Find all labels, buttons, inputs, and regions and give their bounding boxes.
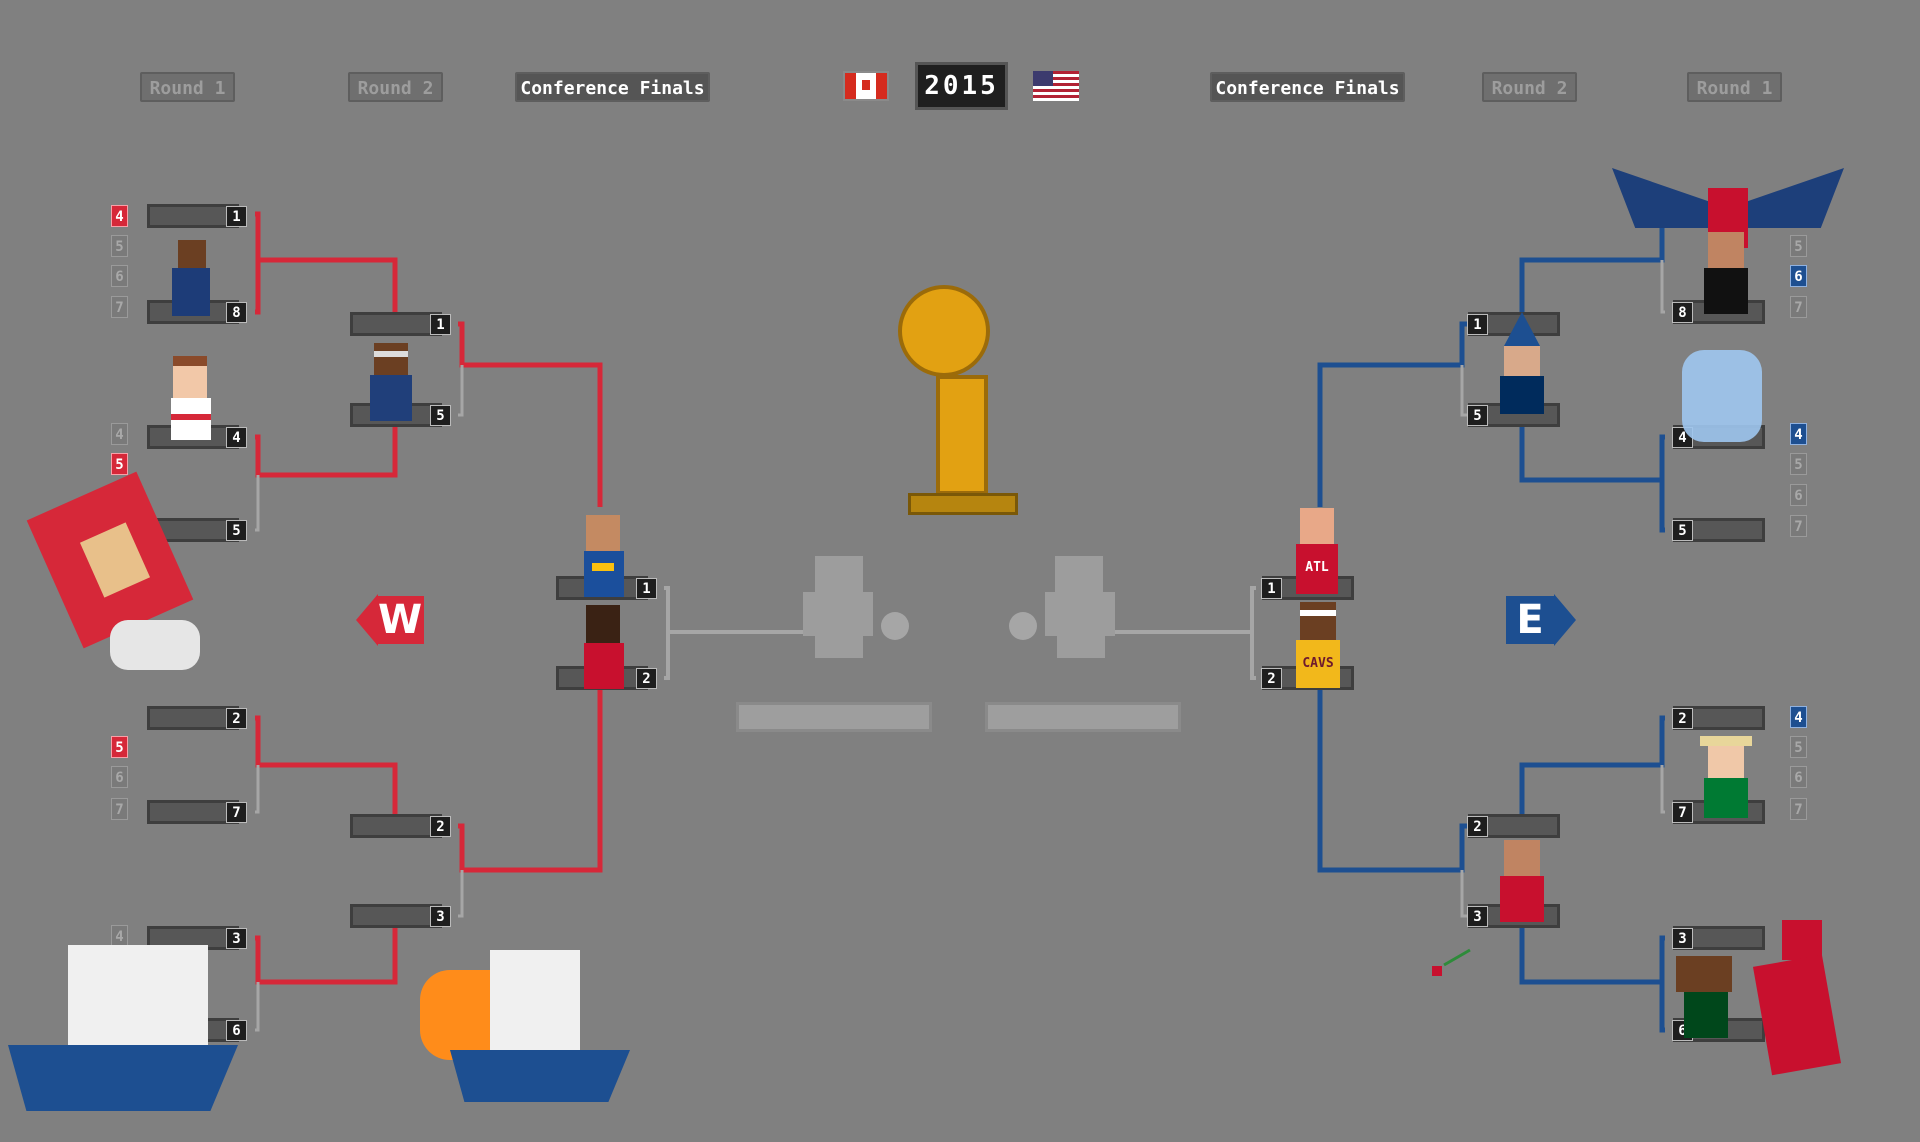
east-game-counter[interactable]: 6 xyxy=(1790,265,1807,287)
west-r1-seed-5: 2 xyxy=(226,708,247,729)
east-game-counter[interactable]: 5 xyxy=(1790,736,1807,758)
east-r1-seed-6: 7 xyxy=(1672,802,1693,823)
east-conference-label: E xyxy=(1506,596,1554,644)
east-player-sprite[interactable] xyxy=(1700,736,1752,820)
conference-finals-right-tab[interactable]: Conference Finals xyxy=(1210,72,1405,102)
conference-finals-left-tab[interactable]: Conference Finals xyxy=(515,72,710,102)
west-r2-seed-1: 1 xyxy=(430,314,451,335)
west-game-counter[interactable]: 4 xyxy=(111,205,128,227)
west-r2-seed-4: 3 xyxy=(430,906,451,927)
east-game-counter[interactable]: 7 xyxy=(1790,296,1807,318)
season-year[interactable]: 2015 xyxy=(915,62,1008,110)
west-game-counter[interactable]: 5 xyxy=(111,736,128,758)
canada-flag-icon[interactable] xyxy=(843,71,889,101)
east-r1-seed-5: 2 xyxy=(1672,708,1693,729)
player-placeholder-icon[interactable] xyxy=(803,556,877,660)
east-game-counter[interactable]: 6 xyxy=(1790,484,1807,506)
west-game-counter[interactable]: 4 xyxy=(111,925,128,947)
pirate-ship-icon xyxy=(390,930,640,1105)
west-game-counter[interactable]: 7 xyxy=(111,798,128,820)
pirate-ship-icon xyxy=(8,945,238,1115)
west-cf-seed-2: 2 xyxy=(636,668,657,689)
basketball-icon xyxy=(1009,612,1037,640)
west-r1-seed-3: 4 xyxy=(226,427,247,448)
west-r2-slot-3[interactable] xyxy=(350,814,442,838)
east-champion-slot[interactable] xyxy=(985,702,1181,732)
magic-spell-icon xyxy=(1682,350,1762,442)
atl-jersey-label: ATL xyxy=(1305,560,1329,575)
west-player-sprite[interactable] xyxy=(168,240,214,318)
east-player-sprite[interactable] xyxy=(1676,956,1752,1040)
east-r2-seed-3: 2 xyxy=(1467,816,1488,837)
west-game-counter[interactable]: 4 xyxy=(111,423,128,445)
east-game-counter[interactable]: 7 xyxy=(1790,515,1807,537)
west-player-sprite[interactable] xyxy=(580,515,626,599)
east-game-counter[interactable]: 5 xyxy=(1790,453,1807,475)
west-r1-slot-6[interactable] xyxy=(147,800,239,824)
trophy-icon xyxy=(898,285,1024,525)
east-game-counter[interactable]: 4 xyxy=(1790,706,1807,728)
player-placeholder-icon[interactable] xyxy=(1043,556,1117,660)
east-player-sprite[interactable] xyxy=(1494,312,1554,416)
east-player-sprite[interactable] xyxy=(1700,232,1752,316)
east-r1-seed-4: 5 xyxy=(1672,520,1693,541)
round-2-right-tab[interactable]: Round 2 xyxy=(1482,72,1577,102)
west-game-counter[interactable]: 6 xyxy=(111,265,128,287)
west-game-counter[interactable]: 5 xyxy=(111,235,128,257)
west-r1-seed-8: 6 xyxy=(226,1020,247,1041)
west-r2-seed-2: 5 xyxy=(430,405,451,426)
west-cf-seed-1: 1 xyxy=(636,578,657,599)
west-player-sprite[interactable] xyxy=(366,343,416,423)
rose-icon xyxy=(1432,946,1472,976)
west-conference-label: W xyxy=(376,596,424,644)
east-game-counter[interactable]: 6 xyxy=(1790,766,1807,788)
east-conference-badge[interactable]: E xyxy=(1506,594,1578,646)
bull-mascot-icon xyxy=(1752,920,1872,1110)
west-r2-slot-1[interactable] xyxy=(350,312,442,336)
west-game-counter[interactable]: 7 xyxy=(111,296,128,318)
east-r1-seed-7: 3 xyxy=(1672,928,1693,949)
west-r1-seed-1: 1 xyxy=(226,206,247,227)
west-conference-badge[interactable]: W xyxy=(356,594,426,646)
east-game-counter[interactable]: 4 xyxy=(1790,423,1807,445)
east-player-sprite[interactable]: ATL xyxy=(1292,508,1342,596)
west-player-sprite[interactable] xyxy=(580,605,626,689)
west-player-sprite[interactable] xyxy=(165,356,215,442)
west-r1-seed-6: 7 xyxy=(226,802,247,823)
usa-flag-icon[interactable] xyxy=(1033,71,1079,101)
east-cf-seed-2: 2 xyxy=(1261,668,1282,689)
west-game-counter[interactable]: 5 xyxy=(111,453,128,475)
west-r2-seed-3: 2 xyxy=(430,816,451,837)
west-r1-seed-2: 8 xyxy=(226,302,247,323)
east-r2-seed-2: 5 xyxy=(1467,405,1488,426)
west-r1-seed-4: 5 xyxy=(226,520,247,541)
east-r2-seed-1: 1 xyxy=(1467,314,1488,335)
west-champion-slot[interactable] xyxy=(736,702,932,732)
west-r2-slot-4[interactable] xyxy=(350,904,442,928)
east-game-counter[interactable]: 7 xyxy=(1790,798,1807,820)
round-1-right-tab[interactable]: Round 1 xyxy=(1687,72,1782,102)
round-2-left-tab[interactable]: Round 2 xyxy=(348,72,443,102)
east-game-counter[interactable]: 5 xyxy=(1790,235,1807,257)
east-player-sprite[interactable]: CAVS xyxy=(1292,602,1344,690)
hawk-mascot-icon xyxy=(1612,168,1844,258)
east-cf-seed-1: 1 xyxy=(1261,578,1282,599)
west-r1-slot-1[interactable] xyxy=(147,204,239,228)
cavs-jersey-label: CAVS xyxy=(1302,656,1334,671)
basketball-icon xyxy=(881,612,909,640)
east-player-sprite[interactable] xyxy=(1494,840,1550,924)
west-r1-seed-7: 3 xyxy=(226,928,247,949)
east-r1-seed-2: 8 xyxy=(1672,302,1693,323)
west-game-counter[interactable]: 6 xyxy=(111,766,128,788)
rocket-icon xyxy=(26,471,200,670)
round-1-left-tab[interactable]: Round 1 xyxy=(140,72,235,102)
east-r2-seed-4: 3 xyxy=(1467,906,1488,927)
